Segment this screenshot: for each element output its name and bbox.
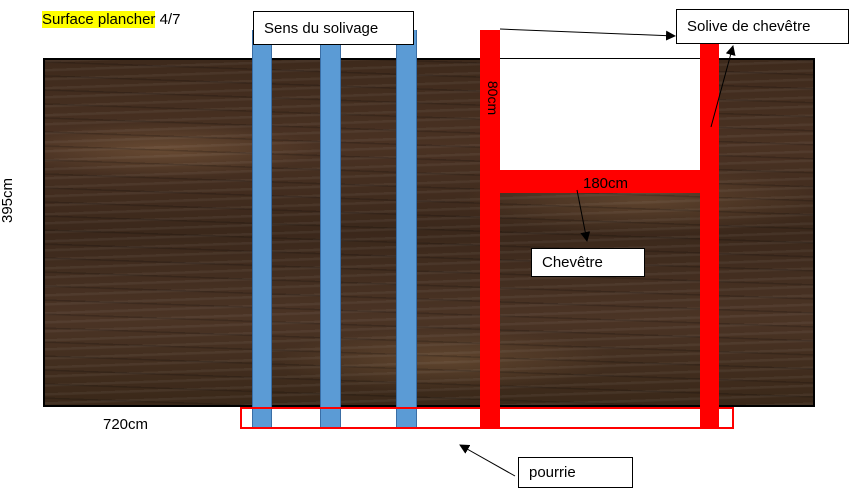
arrow-to-rotten-zone: [459, 444, 516, 477]
trimmer-joist-right: [700, 30, 719, 428]
joist-1: [252, 30, 272, 428]
title-highlighted: Surface plancher: [42, 11, 156, 28]
floor-opening: [500, 59, 700, 170]
title-suffix: 4/7: [155, 11, 181, 28]
rotten-label: pourrie: [518, 457, 633, 488]
trimmer-joist-left: [480, 30, 500, 428]
page-title: Surface plancher 4/7: [42, 11, 180, 28]
arrow-to-trimmer-label: [499, 28, 676, 41]
header-length-label: 180cm: [583, 175, 629, 192]
arrow-trimmer-up: [710, 45, 736, 128]
arrow-to-header: [576, 189, 591, 242]
joist-direction-label: Sens du solivage: [253, 11, 414, 45]
floor-width-label: 720cm: [103, 416, 149, 433]
trimmer-joist-label: Solive de chevêtre: [676, 9, 849, 44]
header-label: Chevêtre: [531, 248, 645, 277]
header-beam: [480, 170, 719, 193]
joist-2: [320, 30, 341, 428]
joist-3: [396, 30, 417, 428]
rotten-zone-outline: [240, 407, 734, 429]
